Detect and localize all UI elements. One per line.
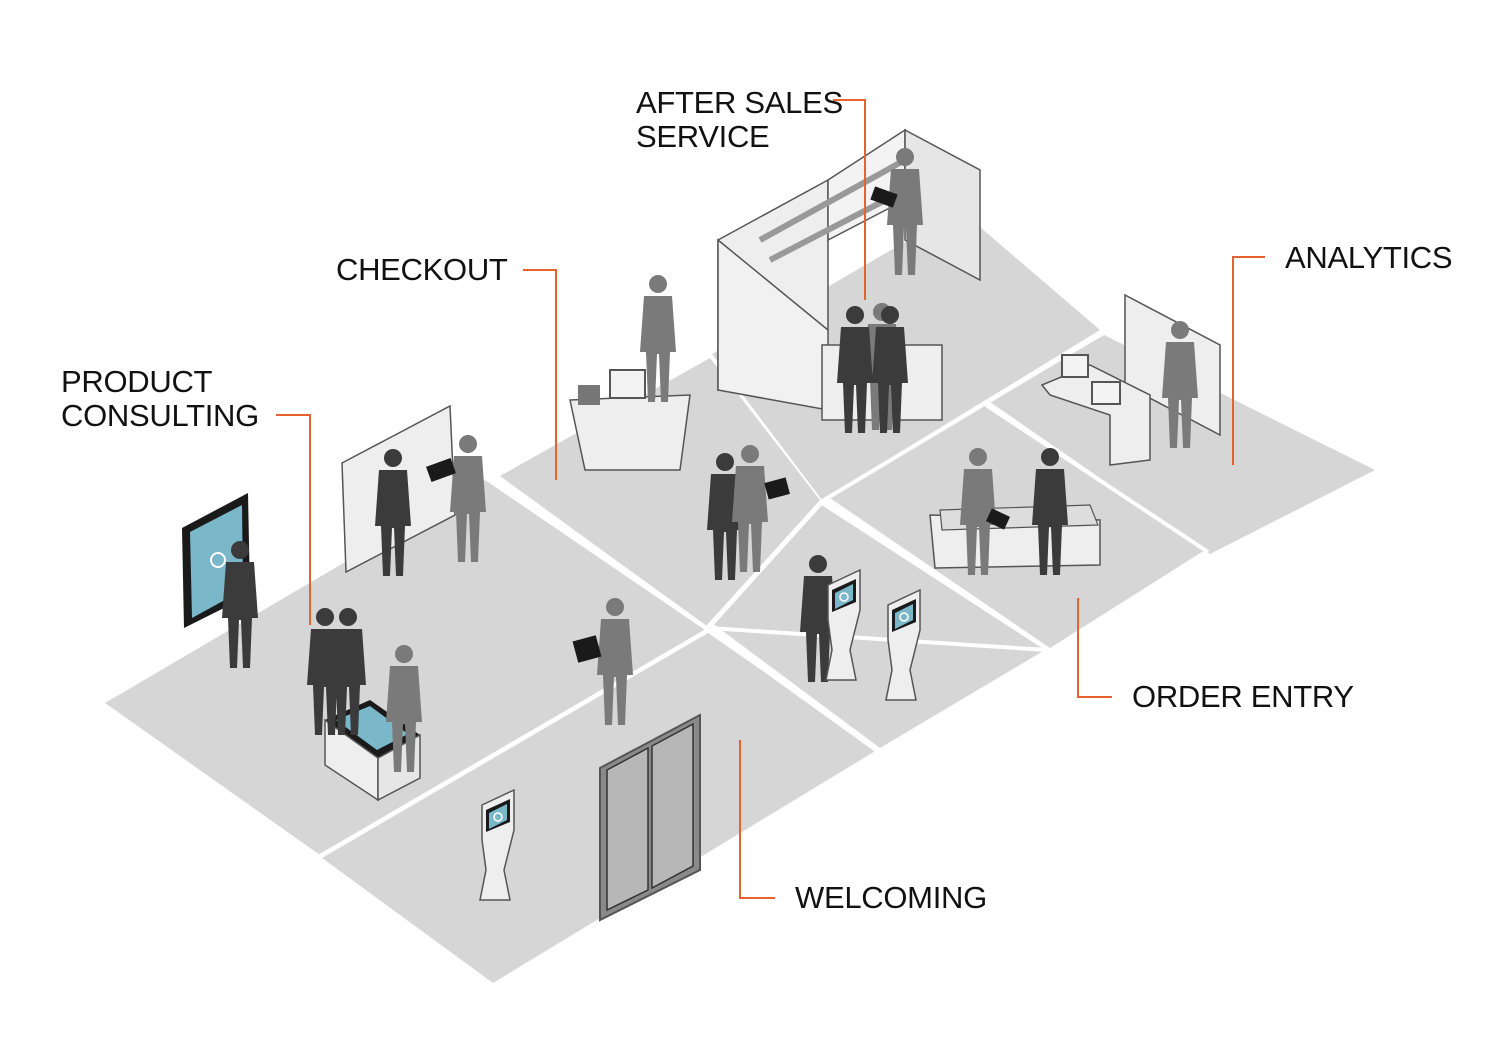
touch-table-icon xyxy=(307,608,422,802)
analytics-area xyxy=(1040,293,1221,466)
tablet-icon xyxy=(572,635,602,663)
leader-welcoming xyxy=(739,740,775,899)
label-product-consulting-line-1: PRODUCT xyxy=(61,364,213,399)
label-after-sales-line-2: SERVICE xyxy=(636,119,770,154)
label-welcoming: WELCOMING xyxy=(795,880,987,915)
tablet-icon xyxy=(764,477,790,500)
leader-order-entry xyxy=(1077,598,1112,698)
leader-product-consulting xyxy=(276,414,311,625)
tablet-icon xyxy=(426,458,456,482)
leader-analytics xyxy=(1232,256,1265,465)
label-after-sales-service: AFTER SALES SERVICE xyxy=(636,86,843,154)
label-after-sales-line-1: AFTER SALES xyxy=(636,85,843,120)
label-product-consulting: PRODUCT CONSULTING xyxy=(61,365,259,433)
floor-zone-order-entry xyxy=(712,504,1045,748)
leader-after-sales xyxy=(833,99,866,300)
checkout-floor-people xyxy=(707,445,921,701)
checkout-counter xyxy=(569,275,691,471)
tablet-icon xyxy=(985,508,1011,530)
label-analytics: ANALYTICS xyxy=(1285,240,1453,275)
monitor-icon xyxy=(609,369,646,399)
welcoming-area xyxy=(479,598,701,922)
leader-lines xyxy=(276,99,1265,899)
label-order-entry: ORDER ENTRY xyxy=(1132,679,1354,714)
door-icon xyxy=(599,713,701,922)
label-product-consulting-line-2: CONSULTING xyxy=(61,398,259,433)
wall-display-icon xyxy=(182,493,258,668)
label-checkout: CHECKOUT xyxy=(336,252,508,287)
tablet-icon xyxy=(870,186,898,208)
leader-checkout xyxy=(523,269,557,480)
after-sales-booth xyxy=(717,128,981,433)
desk-icon xyxy=(1040,364,1151,466)
sofa-icon xyxy=(929,448,1101,575)
product-shelf xyxy=(341,404,486,576)
